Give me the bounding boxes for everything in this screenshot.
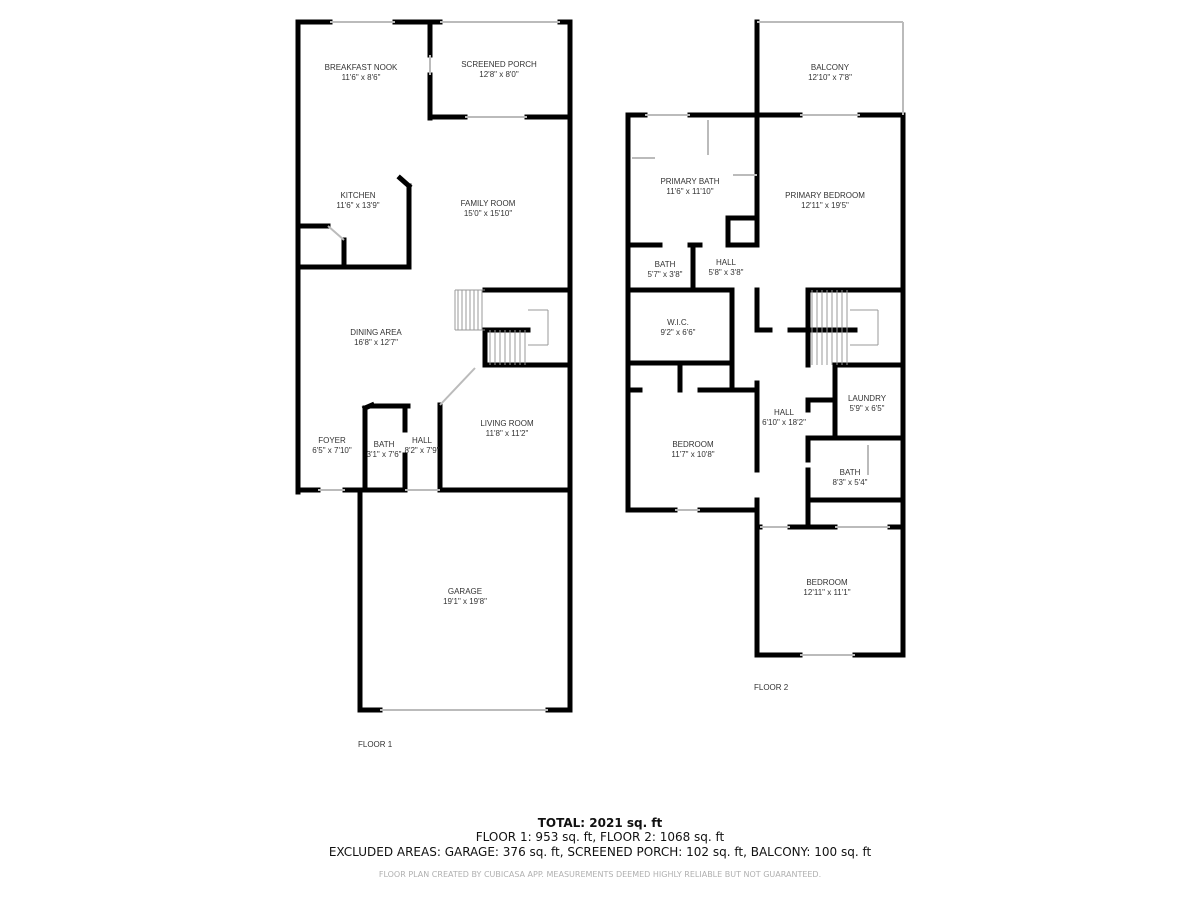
credit-note: FLOOR PLAN CREATED BY CUBICASA APP. MEAS… [378, 870, 822, 879]
svg-text:12'11" x 11'1": 12'11" x 11'1" [803, 588, 850, 597]
svg-text:DINING AREA: DINING AREA [350, 328, 402, 337]
svg-text:HALL: HALL [412, 436, 433, 445]
svg-text:19'1" x 19'8": 19'1" x 19'8" [443, 597, 487, 606]
svg-text:FOYER: FOYER [318, 436, 346, 445]
svg-text:9'2" x 6'6": 9'2" x 6'6" [661, 328, 696, 337]
svg-text:11'7" x 10'8": 11'7" x 10'8" [671, 450, 714, 459]
svg-text:16'8" x 12'7": 16'8" x 12'7" [354, 338, 398, 347]
svg-text:BATH: BATH [840, 468, 861, 477]
svg-text:GARAGE: GARAGE [448, 587, 482, 596]
svg-text:6'5" x 7'10": 6'5" x 7'10" [312, 446, 352, 455]
svg-text:12'10" x 7'8": 12'10" x 7'8" [808, 73, 852, 82]
svg-text:11'6" x 11'10": 11'6" x 11'10" [666, 187, 713, 196]
svg-text:HALL: HALL [774, 408, 795, 417]
window-or-door [439, 367, 476, 406]
svg-text:W.I.C.: W.I.C. [667, 318, 689, 327]
floor-areas: FLOOR 1: 953 sq. ft, FLOOR 2: 1068 sq. f… [475, 830, 725, 844]
svg-text:5'9" x 6'5": 5'9" x 6'5" [850, 404, 885, 413]
svg-text:BATH: BATH [374, 440, 395, 449]
svg-text:8'3" x 5'4": 8'3" x 5'4" [833, 478, 868, 487]
svg-text:5'8" x 3'8": 5'8" x 3'8" [709, 268, 744, 277]
svg-text:11'8" x 11'2": 11'8" x 11'2" [486, 429, 529, 438]
svg-text:6'10" x 18'2": 6'10" x 18'2" [762, 418, 806, 427]
excluded-areas: EXCLUDED AREAS: GARAGE: 376 sq. ft, SCRE… [328, 845, 872, 859]
svg-text:BREAKFAST NOOK: BREAKFAST NOOK [325, 63, 398, 72]
svg-text:3'1" x 7'6": 3'1" x 7'6" [367, 450, 402, 459]
svg-text:FAMILY ROOM: FAMILY ROOM [461, 199, 516, 208]
svg-text:HALL: HALL [716, 258, 737, 267]
svg-text:8'2" x 7'9": 8'2" x 7'9" [405, 446, 440, 455]
svg-text:11'6" x 8'6": 11'6" x 8'6" [342, 73, 381, 82]
svg-text:LIVING ROOM: LIVING ROOM [480, 419, 534, 428]
walls [295, 19, 906, 713]
svg-text:SCREENED PORCH: SCREENED PORCH [461, 60, 537, 69]
wall [396, 174, 413, 190]
svg-text:BATH: BATH [655, 260, 676, 269]
svg-text:12'8" x 8'0": 12'8" x 8'0" [479, 70, 519, 79]
svg-text:LAUNDRY: LAUNDRY [848, 394, 887, 403]
svg-text:11'6" x 13'9": 11'6" x 13'9" [336, 201, 379, 210]
windows-doors [318, 21, 904, 711]
svg-text:12'11" x 19'5": 12'11" x 19'5" [801, 201, 849, 210]
room-wic: W.I.C.9'2" x 6'6" [661, 318, 696, 337]
total-area: TOTAL: 2021 sq. ft [537, 816, 663, 830]
svg-text:KITCHEN: KITCHEN [340, 191, 375, 200]
svg-text:PRIMARY BATH: PRIMARY BATH [660, 177, 719, 186]
stairs [454, 289, 879, 365]
svg-text:BEDROOM: BEDROOM [672, 440, 714, 449]
floor-1-label: FLOOR 1 [358, 740, 393, 749]
svg-text:BALCONY: BALCONY [811, 63, 850, 72]
window-or-door [327, 225, 345, 241]
svg-text:PRIMARY BEDROOM: PRIMARY BEDROOM [785, 191, 865, 200]
svg-text:15'0" x 15'10": 15'0" x 15'10" [464, 209, 512, 218]
floor-2-label: FLOOR 2 [754, 683, 789, 692]
svg-text:BEDROOM: BEDROOM [806, 578, 848, 587]
svg-text:5'7" x 3'8": 5'7" x 3'8" [648, 270, 683, 279]
